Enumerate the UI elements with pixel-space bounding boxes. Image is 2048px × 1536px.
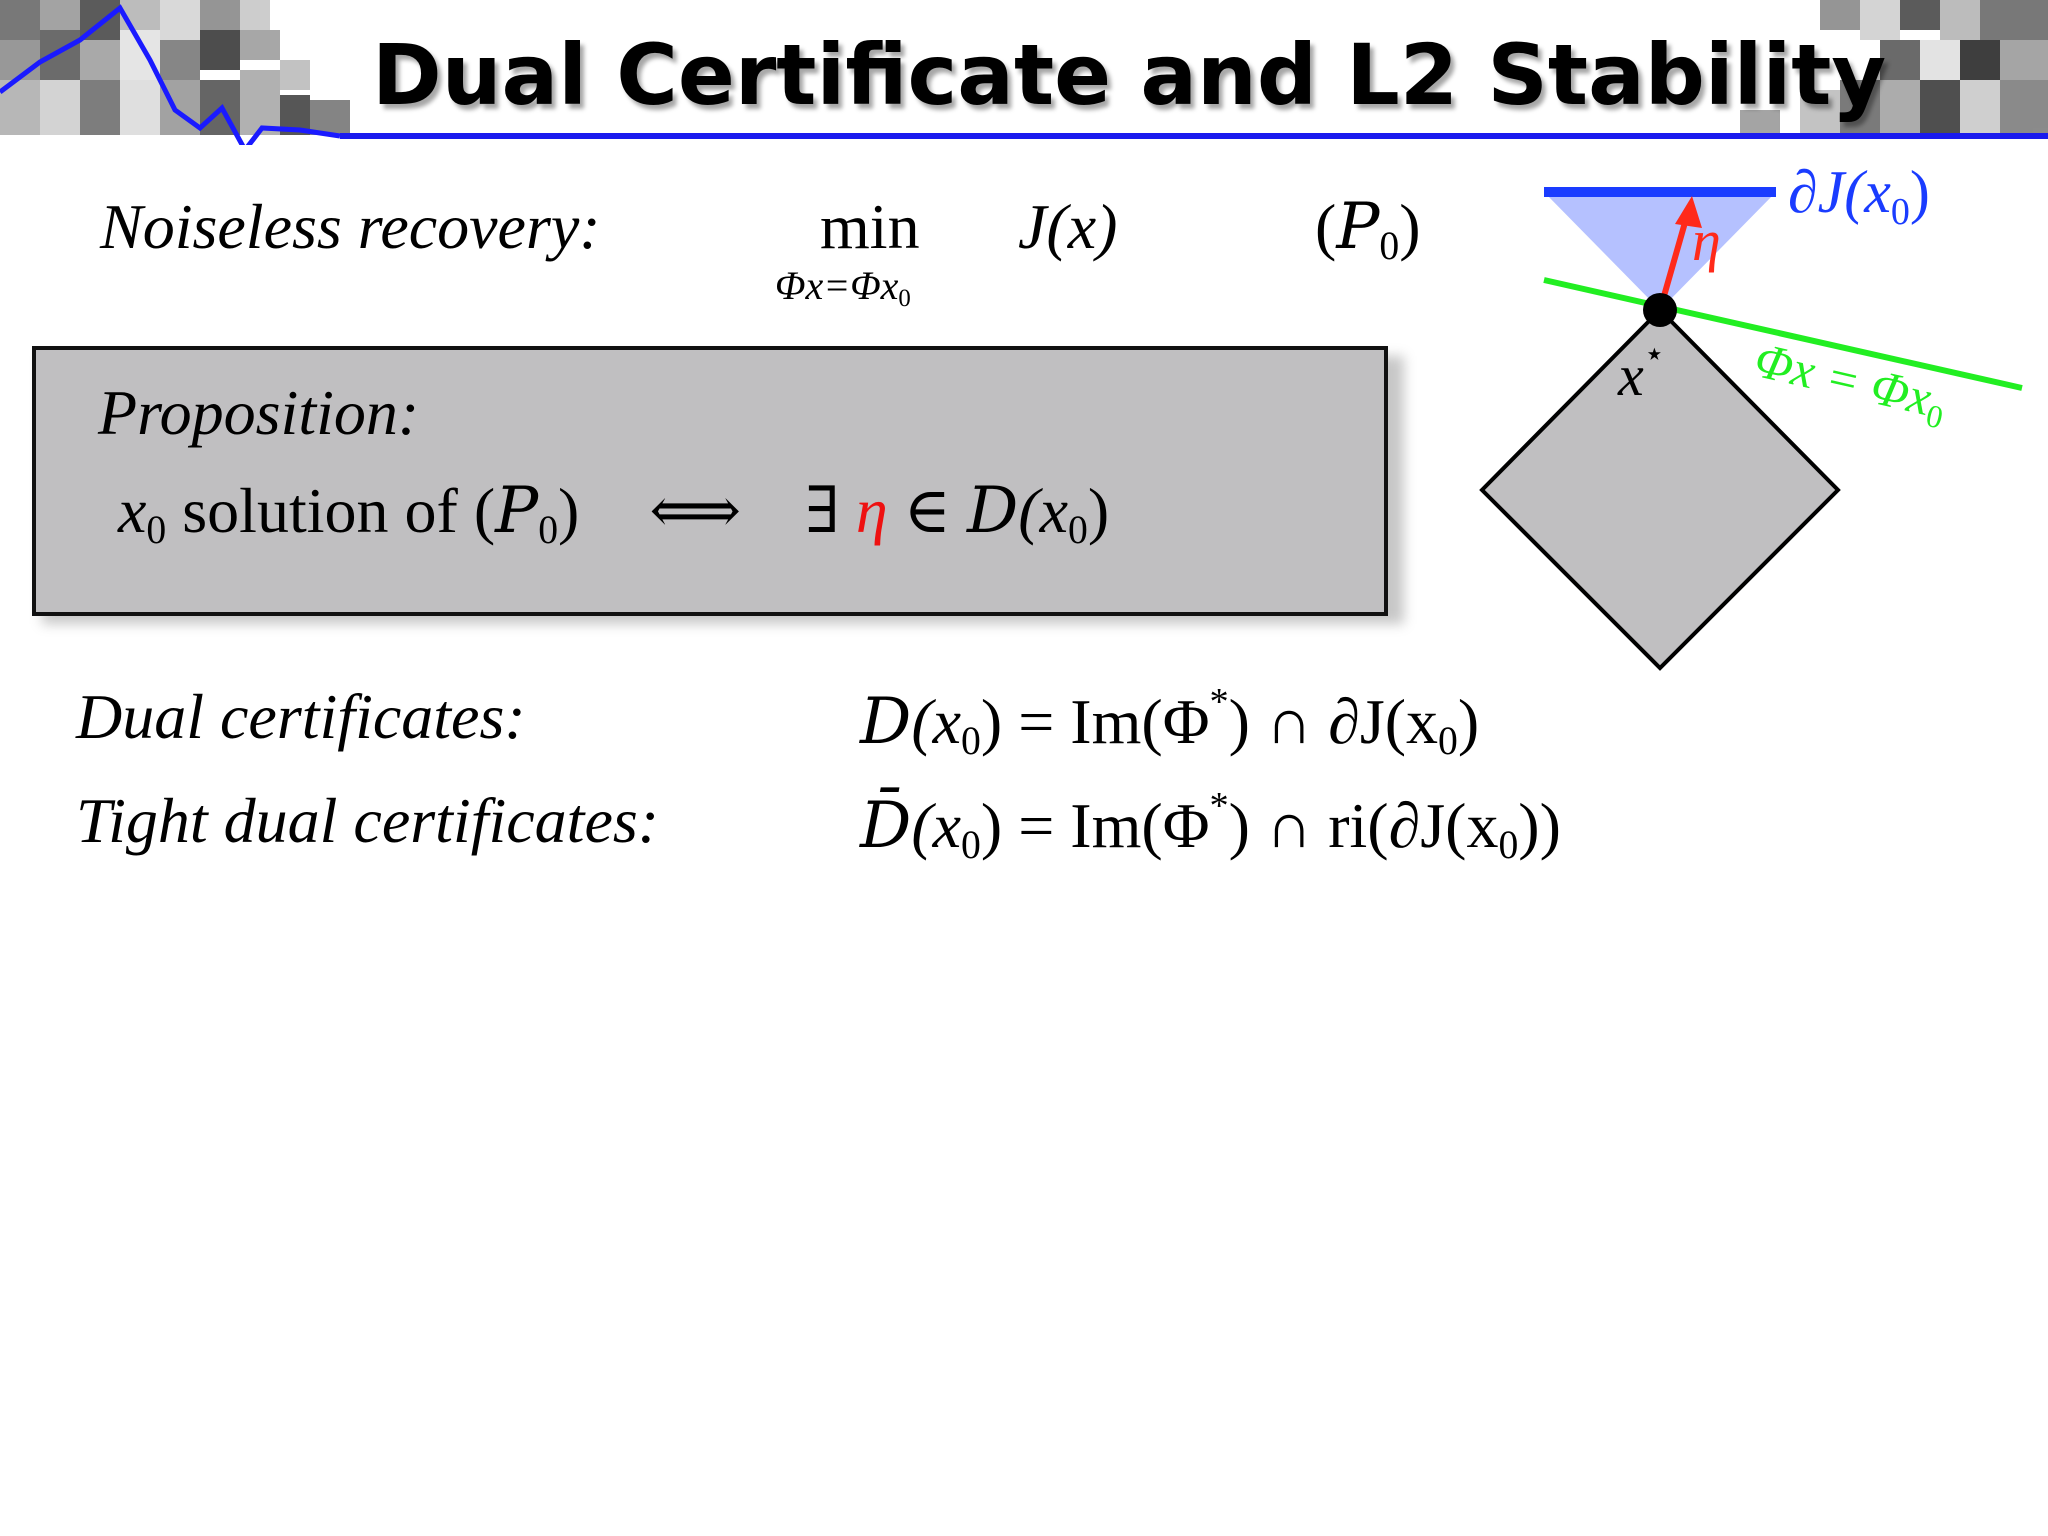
- tight-rhs3: )): [1518, 789, 1561, 861]
- eta-label: η: [1692, 208, 1721, 273]
- problem-tag-close: ): [1399, 191, 1421, 262]
- prop-set-letter: D: [966, 474, 1019, 548]
- prop-lhs-text: solution of (: [166, 475, 496, 546]
- prop-lhs-close: ): [558, 475, 580, 546]
- mosaic-left: [0, 0, 350, 135]
- subdifferential-label: ∂J(x0): [1788, 159, 1930, 233]
- prop-lhs-letter: P: [495, 474, 539, 548]
- tight-rhs-sub: 0: [1498, 822, 1519, 867]
- constraint-sub: 0: [1923, 397, 1947, 436]
- prop-set-arg: (x: [1018, 475, 1068, 546]
- prop-iff: ⟺: [649, 475, 742, 546]
- constraint-line: [1543, 277, 2023, 391]
- mosaic-right: [1740, 0, 2048, 135]
- header-decoration: [0, 0, 2048, 145]
- dual-star: *: [1209, 681, 1229, 723]
- title-underline: [340, 133, 2048, 139]
- subdiff-text: ∂J(x: [1788, 159, 1891, 225]
- dual-rhs-sub: 0: [1438, 718, 1458, 763]
- dual-certificates-equation: D(x0) = Im(Φ*) ∩ ∂J(x0): [860, 680, 1479, 764]
- prop-set-sub: 0: [1067, 508, 1088, 553]
- prop-eta: η: [855, 475, 888, 546]
- problem-tag: (P0): [1315, 190, 1421, 269]
- subdiff-close: ): [1910, 159, 1930, 225]
- min-constraint-text: Φx=Φx: [775, 263, 899, 308]
- problem-tag-open: (: [1315, 191, 1337, 262]
- point-text: x: [1617, 343, 1644, 408]
- tight-rhs2: ) ∩ ri(∂J(x: [1228, 789, 1499, 861]
- noiseless-recovery-label: Noiseless recovery:: [100, 191, 601, 262]
- prop-in: ∈: [887, 475, 967, 546]
- eta-arrow-head: [1675, 196, 1702, 228]
- proposition-box: [32, 346, 1388, 616]
- l1-ball: [1479, 307, 1841, 671]
- prop-set-close: ): [1087, 475, 1110, 546]
- prop-exists: ∃: [805, 475, 856, 546]
- dual-lhs-letter: D: [860, 684, 912, 759]
- proposition-statement: x0 solution of (P0)⟺∃ η ∈ D(x0): [118, 474, 1109, 553]
- dual-rhs1: ) = Im(Φ: [980, 685, 1210, 757]
- dual-lhs-sub: 0: [961, 718, 981, 763]
- tight-dual-certificates-equation: D̄(x0) = Im(Φ*) ∩ ri(∂J(x0)): [860, 784, 1561, 868]
- tight-rhs1: ) = Im(Φ: [980, 789, 1210, 861]
- tight-lhs-sub: 0: [961, 822, 981, 867]
- problem-tag-letter: P: [1336, 190, 1380, 264]
- proposition-title: Proposition:: [98, 377, 420, 448]
- point-label: x⋆: [1617, 336, 1665, 408]
- tight-dual-certificates-label: Tight dual certificates:: [76, 785, 660, 856]
- subdiff-sub: 0: [1891, 191, 1910, 233]
- point-sup: ⋆: [1644, 336, 1665, 373]
- dual-lhs-arg: (x: [911, 685, 962, 757]
- tight-lhs-arg: (x: [911, 789, 962, 861]
- prop-lhs-var: x: [118, 475, 147, 546]
- min-constraint-sub: 0: [898, 284, 911, 312]
- prop-lhs-sub: 0: [146, 508, 167, 553]
- slide-title: Dual Certificate and L2 Stability: [372, 26, 1887, 124]
- min-constraint: Φx=Φx0: [775, 262, 911, 313]
- tight-lhs-letter: D̄: [860, 788, 912, 863]
- dual-rhs2: ) ∩ ∂J(x: [1228, 685, 1439, 757]
- dual-certificates-label: Dual certificates:: [76, 681, 526, 752]
- min-operator: min: [820, 191, 920, 262]
- dual-rhs3: ): [1457, 685, 1480, 757]
- header-curve: [0, 4, 341, 145]
- prop-lhs-sub2: 0: [538, 508, 559, 553]
- objective-function: J(x): [1018, 191, 1118, 262]
- problem-tag-sub: 0: [1379, 224, 1400, 269]
- tight-star: *: [1209, 785, 1229, 827]
- solution-point: [1643, 293, 1677, 327]
- subdifferential-cone: [1544, 192, 1776, 310]
- geometry-diagram: ∂J(x0) η Φx = Φx0 x⋆: [1479, 159, 2023, 671]
